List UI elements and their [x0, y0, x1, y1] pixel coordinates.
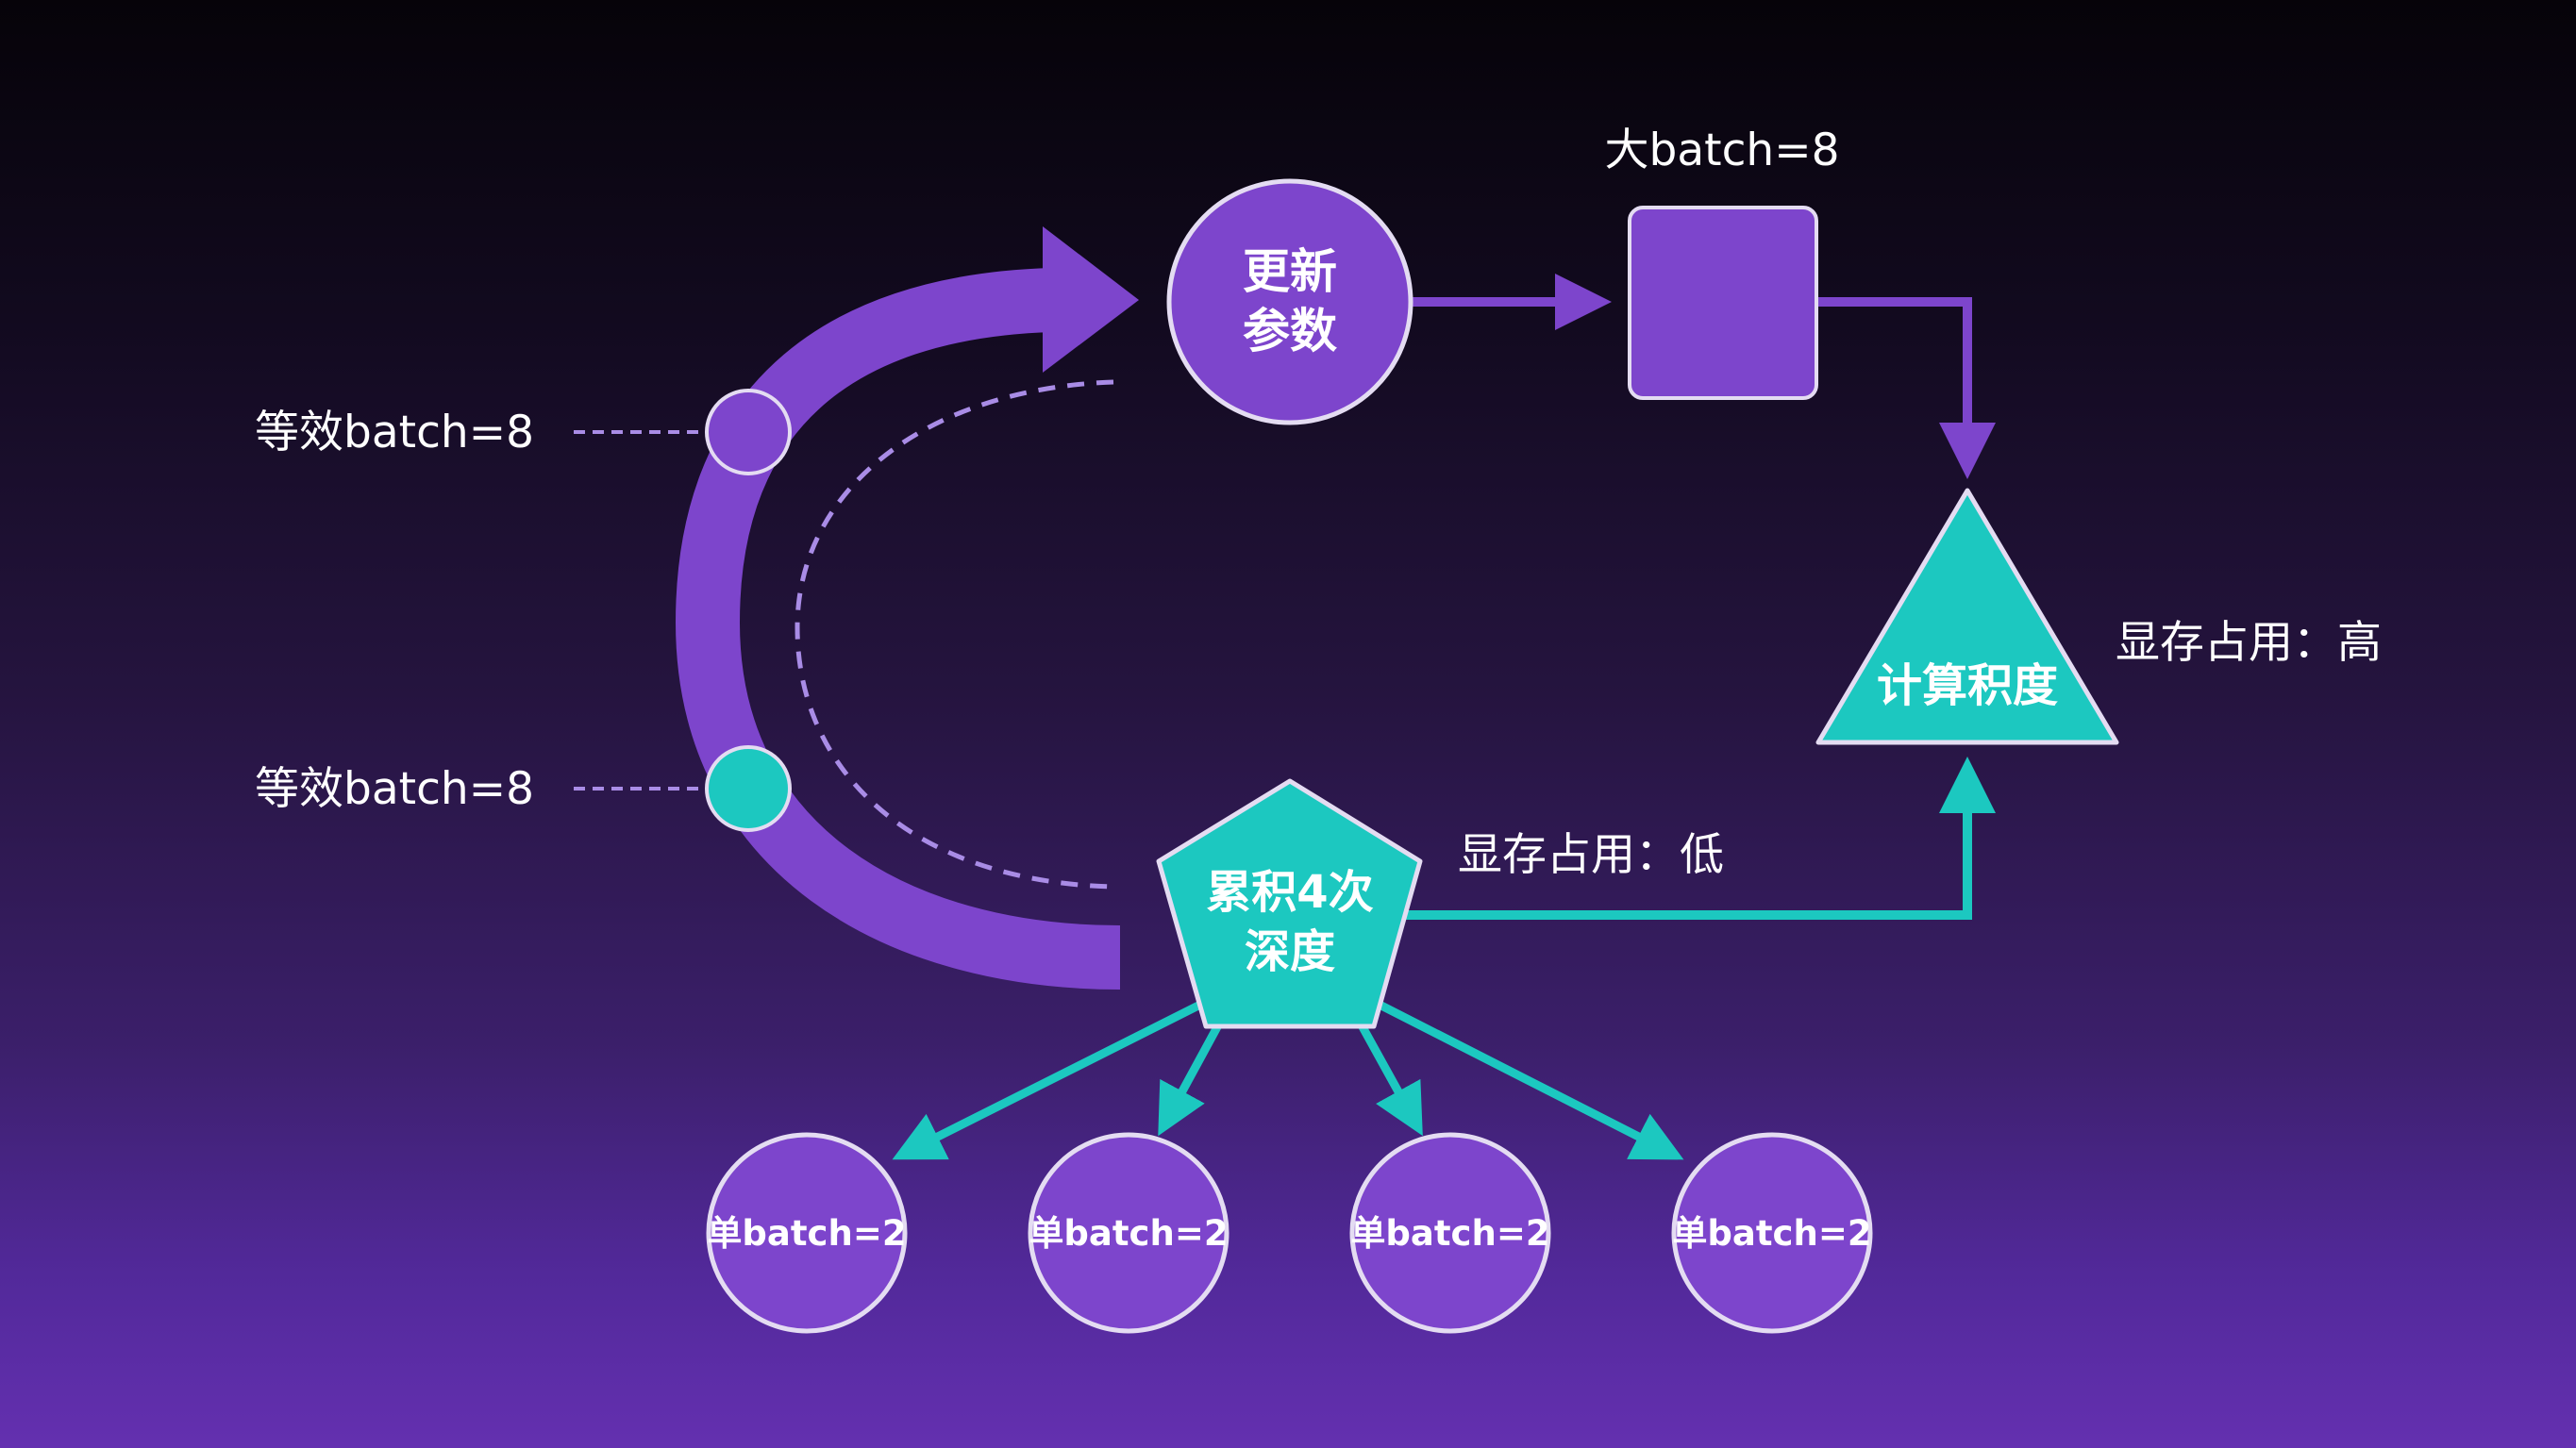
loop-arrow-band	[675, 268, 1121, 990]
update-params-line1: 更新	[1243, 244, 1337, 299]
leaf-batch-1	[706, 1132, 908, 1334]
big-batch-square	[1628, 206, 1818, 400]
equivalent-label-1: 等效batch=8	[255, 407, 534, 458]
equivalent-marker-purple	[705, 389, 792, 475]
big-batch-label: 大batch=8	[1605, 125, 1840, 176]
accumulate-pentagon	[1156, 778, 1423, 1029]
batch-to-compute-connector	[1818, 297, 1996, 480]
equivalent-marker-teal	[705, 745, 792, 832]
leaf-batch-label-1: 单batch=2	[707, 1213, 906, 1254]
accumulate-line1: 累积4次	[1206, 866, 1373, 919]
leaf-batch-label-3: 单batch=2	[1350, 1213, 1549, 1254]
memory-high-label: 显存占用：高	[2116, 617, 2382, 669]
leaf-batch-label-2: 单batch=2	[1029, 1213, 1228, 1254]
leaf-batch-4	[1671, 1132, 1873, 1334]
loop-arrow-head	[1043, 226, 1139, 373]
compute-gradient-triangle	[1815, 488, 2119, 745]
accumulate-line2: 深度	[1245, 925, 1335, 978]
branch-arrow-2	[1158, 1021, 1223, 1137]
leaf-batch-label-4: 单batch=2	[1672, 1213, 1871, 1254]
update-params-line2: 参数	[1243, 304, 1337, 358]
leaf-batch-3	[1349, 1132, 1551, 1334]
branch-arrow-1	[892, 1000, 1203, 1160]
loop-dashed-curve	[795, 379, 1114, 890]
equivalent-label-2: 等效batch=8	[255, 763, 534, 815]
branch-arrow-4	[1377, 1000, 1684, 1160]
update-params-node	[1166, 178, 1413, 425]
accum-to-compute-connector	[1406, 756, 1996, 920]
branch-arrow-3	[1357, 1021, 1423, 1137]
leaf-batch-2	[1028, 1132, 1229, 1334]
memory-low-label: 显存占用：低	[1458, 829, 1724, 881]
compute-gradient-label: 计算积度	[1877, 659, 2058, 712]
